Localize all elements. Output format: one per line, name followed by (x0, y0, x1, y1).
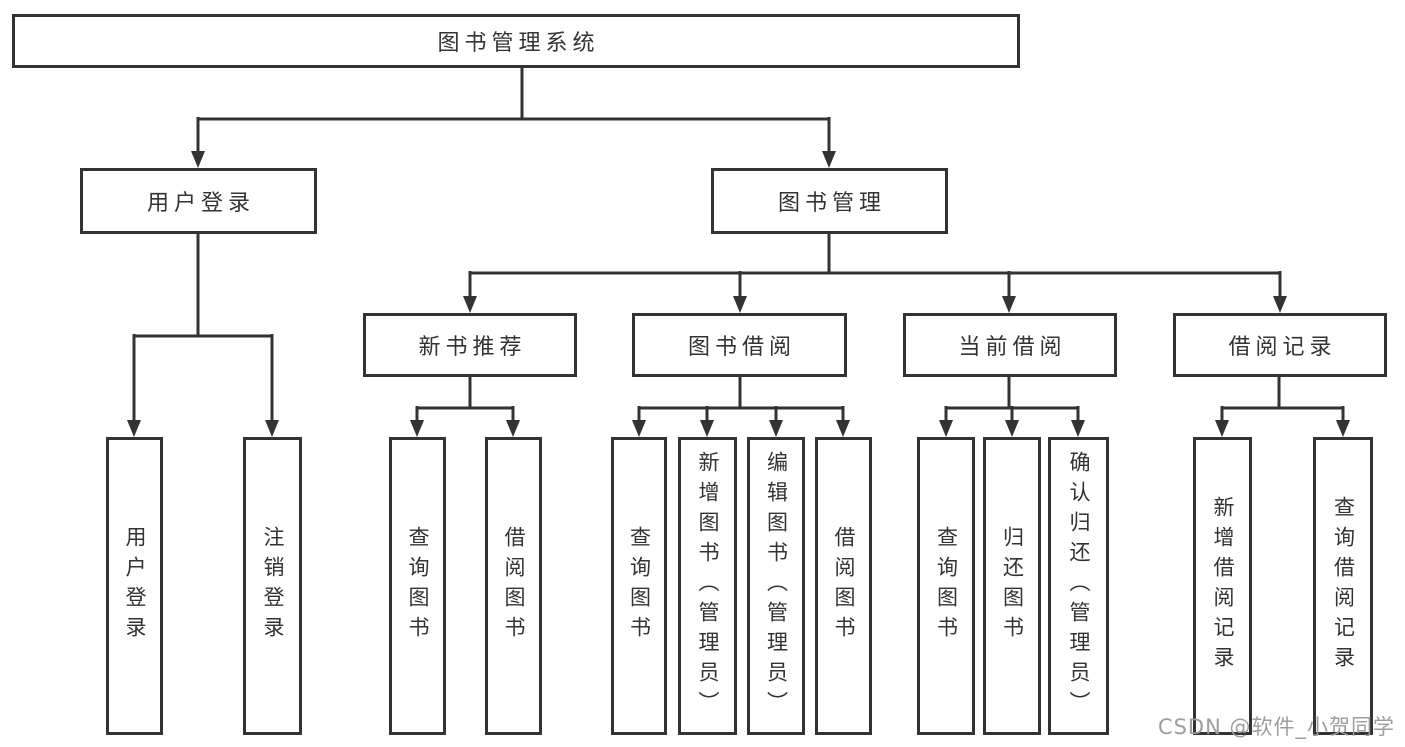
leaf-logout: 注销登录 (243, 437, 302, 735)
node-label: 借阅图书 (832, 526, 856, 646)
node-label: 编辑图书（管理员） (764, 451, 789, 721)
node-user-login: 用户登录 (80, 168, 317, 234)
node-label: 查询图书 (627, 526, 652, 646)
leaf-edit-books-admin: 编辑图书（管理员） (747, 437, 805, 735)
leaf-add-borrow-record: 新增借阅记录 (1193, 437, 1252, 735)
leaf-recommend-borrow-books: 借阅图书 (485, 437, 542, 735)
node-label: 新增借阅记录 (1211, 496, 1235, 676)
leaf-return-books: 归还图书 (983, 437, 1041, 735)
leaf-recommend-query-books: 查询图书 (389, 437, 446, 735)
csdn-watermark: CSDN @软件_小贺同学 (1157, 715, 1395, 739)
connector-lines (132, 68, 1345, 421)
node-label: 用户登录 (123, 526, 147, 646)
leaf-query-borrow-record: 查询借阅记录 (1313, 437, 1373, 735)
node-label: 新书推荐 (418, 335, 527, 360)
node-borrowing-records: 借阅记录 (1173, 313, 1387, 377)
leaf-borrowing-query-books: 查询图书 (611, 437, 667, 735)
node-label: 借阅记录 (1228, 335, 1337, 360)
node-label: 用户登录 (146, 191, 255, 216)
node-label: 图书借阅 (687, 335, 796, 360)
node-label: 注销登录 (261, 526, 285, 646)
node-book-management: 图书管理 (711, 168, 948, 234)
node-label: 当前借阅 (958, 335, 1067, 360)
leaf-user-login: 用户登录 (106, 437, 163, 735)
node-current-borrowing: 当前借阅 (903, 313, 1117, 377)
leaf-confirm-return-admin: 确认归还（管理员） (1048, 437, 1109, 735)
node-library-management-system: 图书管理系统 (12, 14, 1020, 68)
leaf-current-query-books: 查询图书 (917, 437, 975, 735)
leaf-add-books-admin: 新增图书（管理员） (678, 437, 737, 735)
node-label: 查询借阅记录 (1331, 496, 1356, 676)
node-label: 查询图书 (406, 526, 430, 646)
node-label: 借阅图书 (502, 526, 526, 646)
node-label: 确认归还（管理员） (1067, 451, 1091, 721)
node-book-borrowing: 图书借阅 (632, 313, 847, 377)
leaf-borrowing-borrow-books: 借阅图书 (815, 437, 872, 735)
node-label: 图书管理系统 (437, 31, 600, 56)
node-new-book-recommendation: 新书推荐 (363, 313, 577, 377)
node-label: 归还图书 (1000, 526, 1025, 646)
node-label: 新增图书（管理员） (696, 451, 720, 721)
node-label: 查询图书 (934, 526, 959, 646)
node-label: 图书管理 (777, 191, 886, 216)
